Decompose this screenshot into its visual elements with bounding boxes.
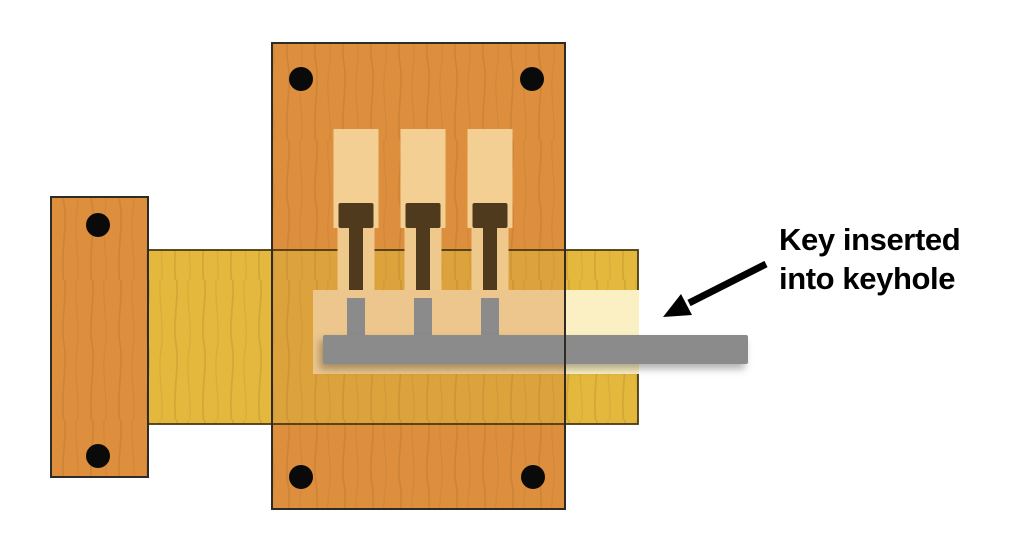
- key-pins: [347, 298, 499, 335]
- driver-pin: [472, 203, 508, 228]
- screw: [289, 67, 313, 91]
- screw: [520, 67, 544, 91]
- left-mounting-plate: [50, 196, 149, 478]
- key: [323, 335, 748, 364]
- annotation-line-2: into keyhole: [779, 261, 956, 296]
- driver-pin: [405, 203, 441, 228]
- annotation-arrow: [663, 260, 768, 317]
- driver-pin: [338, 203, 374, 228]
- lock-body-screws: [289, 67, 545, 489]
- driver-pin-stem: [483, 222, 497, 290]
- screw: [86, 444, 110, 468]
- annotation-label: Key inserted into keyhole: [779, 220, 961, 298]
- screw: [86, 213, 110, 237]
- arrowhead-icon: [663, 294, 692, 317]
- key-pin: [481, 298, 499, 335]
- driver-pins: [338, 203, 508, 290]
- key-pin: [347, 298, 365, 335]
- annotation-line-1: Key inserted: [779, 222, 961, 257]
- screw: [289, 465, 313, 489]
- screw: [521, 465, 545, 489]
- lock-body-outline: [271, 42, 566, 510]
- key-pin: [414, 298, 432, 335]
- driver-pin-stem: [349, 222, 363, 290]
- driver-pin-stem: [416, 222, 430, 290]
